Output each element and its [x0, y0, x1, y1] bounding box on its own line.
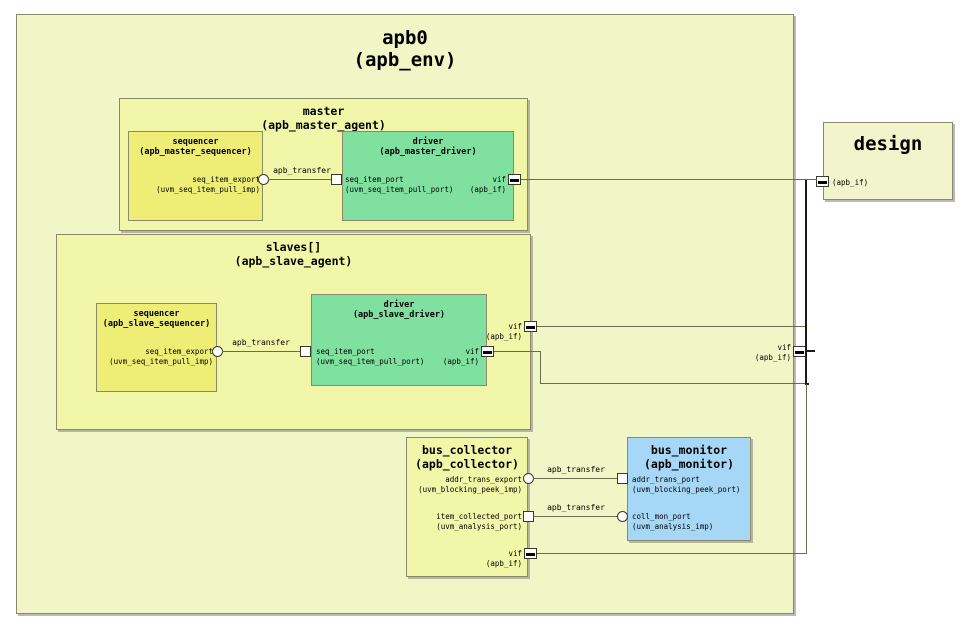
bus-monitor-box: bus_monitor (apb_monitor)	[627, 437, 751, 541]
master-driver-box: driver (apb_master_driver)	[342, 131, 514, 221]
design-title: design	[853, 133, 923, 155]
slave-driver-interface-port-icon[interactable]	[481, 346, 494, 357]
slave-driver-vif-wire-seg2	[540, 351, 541, 383]
bus-collector-box: bus_collector (apb_collector)	[406, 437, 528, 577]
bus-collector-title: bus_collector (apb_collector)	[415, 443, 519, 471]
master-seq-item-port-label: seq_item_port (uvm_seq_item_pull_port)	[345, 175, 454, 194]
slave-agent-interface-port-icon[interactable]	[524, 321, 537, 332]
master-seq-driver-wire	[268, 179, 336, 180]
slave-agent-title: slaves[] (apb_slave_agent)	[234, 240, 353, 268]
monitor-addr-trans-port-square-icon[interactable]	[617, 473, 628, 484]
master-agent-title: master (apb_master_agent)	[261, 104, 386, 132]
monitor-addr-trans-port-label: addr_trans_port (uvm_blocking_peek_port)	[632, 475, 741, 494]
master-vif-to-design-wire	[521, 179, 817, 180]
slave-seq-driver-wire	[222, 351, 300, 352]
collector-addr-trans-export-label: addr_trans_export (uvm_blocking_peek_imp…	[418, 475, 522, 494]
master-driver-title: driver (apb_master_driver)	[379, 137, 477, 158]
slave-seq-item-export-label: seq_item_export (uvm_seq_item_pull_imp)	[109, 347, 213, 366]
env-vif-label: vif (apb_if)	[754, 343, 791, 362]
collector-vif-wire-seg1	[537, 553, 807, 554]
slave-driver-vif-wire-seg1	[494, 351, 540, 352]
slave-sequencer-title: sequencer (apb_slave_sequencer)	[102, 309, 211, 330]
slave-seq-item-port-square-icon[interactable]	[300, 346, 311, 357]
collector-monitor-item-wire	[533, 516, 618, 517]
slave-connection-label: apb_transfer	[232, 338, 290, 347]
master-seq-item-port-square-icon[interactable]	[331, 174, 342, 185]
monitor-coll-mon-port-label: coll_mon_port (uvm_analysis_imp)	[632, 512, 714, 531]
collector-vif-wire-seg2	[806, 384, 807, 554]
env-title: apb0 (apb_env)	[353, 27, 457, 72]
slave-driver-vif-wire-seg3	[540, 383, 806, 384]
design-interface-port-icon[interactable]	[816, 176, 829, 187]
collector-monitor-addr-wire	[533, 478, 618, 479]
design-block: design	[823, 122, 953, 200]
collector-interface-port-icon[interactable]	[524, 548, 537, 559]
design-bus-vertical	[805, 180, 807, 385]
master-driver-vif-label: vif (apb_if)	[469, 175, 506, 194]
slave-agent-vif-label: vif (apb_if)	[485, 322, 522, 341]
slave-sequencer-box: sequencer (apb_slave_sequencer)	[96, 303, 217, 392]
design-bus-bottom-stub	[805, 383, 809, 385]
collector-addr-wire-label: apb_transfer	[547, 465, 605, 474]
master-driver-interface-port-icon[interactable]	[508, 174, 521, 185]
master-sequencer-box: sequencer (apb_master_sequencer)	[128, 131, 263, 221]
design-port-label: (apb_if)	[832, 178, 869, 187]
collector-item-wire-label: apb_transfer	[547, 503, 605, 512]
slave-agent-vif-wire	[537, 326, 805, 327]
master-seq-item-export-label: seq_item_export (uvm_seq_item_pull_imp)	[156, 175, 260, 194]
monitor-coll-mon-port-circle-icon[interactable]	[617, 511, 628, 522]
collector-vif-label: vif (apb_if)	[485, 549, 522, 568]
bus-monitor-title: bus_monitor (apb_monitor)	[643, 443, 734, 471]
master-sequencer-title: sequencer (apb_master_sequencer)	[139, 137, 252, 158]
master-connection-label: apb_transfer	[273, 166, 331, 175]
slave-seq-item-port-label: seq_item_port (uvm_seq_item_pull_port)	[316, 347, 425, 366]
slave-driver-box: driver (apb_slave_driver)	[311, 294, 487, 386]
slave-driver-title: driver (apb_slave_driver)	[352, 300, 446, 321]
collector-item-collected-port-label: item_collected_port (uvm_analysis_port)	[436, 512, 522, 531]
slave-driver-vif-label: vif (apb_if)	[442, 347, 479, 366]
design-bus-to-env-port	[805, 350, 815, 352]
